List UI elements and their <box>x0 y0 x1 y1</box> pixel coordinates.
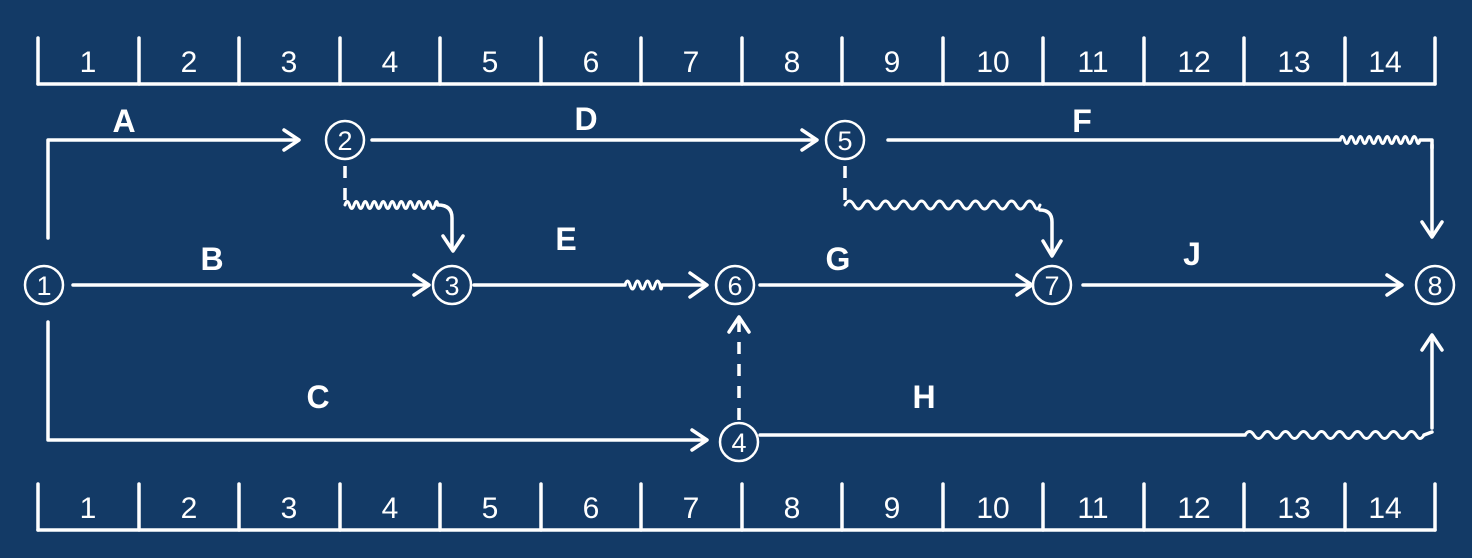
bottom-scale-label: 2 <box>181 492 198 525</box>
top-scale-label: 3 <box>281 46 298 79</box>
top-scale-label: 6 <box>583 46 600 79</box>
activity-label: E <box>555 221 576 257</box>
bottom-scale-label: 9 <box>884 492 901 525</box>
bottom-time-scale: 1 2 3 4 5 6 7 8 9 10 11 12 13 14 <box>36 482 1437 532</box>
node-label: 7 <box>1044 271 1059 301</box>
arrowhead <box>1041 239 1063 258</box>
node-label: 5 <box>837 126 852 156</box>
activity-f-wave-corner <box>1418 138 1434 150</box>
event-nodes: 1 2 3 4 5 6 7 8 <box>23 119 1456 463</box>
event-node-2: 2 <box>324 119 366 161</box>
dummy-activities <box>343 166 847 420</box>
activity-label: B <box>200 241 223 277</box>
arrowhead <box>800 128 819 152</box>
top-scale-label: 13 <box>1277 46 1310 79</box>
bottom-scale-label: 11 <box>1077 492 1108 525</box>
activity-label: D <box>574 101 597 137</box>
activity-c-arrow <box>46 320 707 442</box>
activity-labels: A B C D E F G H J <box>112 101 1200 415</box>
arrowhead <box>282 128 301 152</box>
activity-label: C <box>306 379 329 415</box>
bottom-scale-label: 10 <box>976 492 1009 525</box>
top-scale-label: 2 <box>181 46 198 79</box>
event-node-7: 7 <box>1031 264 1073 306</box>
top-scale-label: 8 <box>784 46 801 79</box>
activity-e-float-wave <box>623 279 664 291</box>
node-circle <box>714 264 756 306</box>
node-label: 2 <box>337 126 352 156</box>
event-node-1: 1 <box>23 264 65 306</box>
node-label: 3 <box>444 271 459 301</box>
activity-a-arrow <box>46 138 299 240</box>
activity-label: H <box>912 379 935 415</box>
activity-label: F <box>1072 103 1092 139</box>
top-scale-label: 5 <box>482 46 499 79</box>
arrowhead <box>1385 273 1404 297</box>
node-circle <box>1031 264 1073 306</box>
node-label: 4 <box>731 428 746 458</box>
arrowhead <box>412 273 431 297</box>
dummy-2-3-corner <box>436 203 454 250</box>
dummy-5-7-corner <box>1038 208 1054 254</box>
arrowhead <box>688 271 709 299</box>
node-circle <box>23 264 65 306</box>
arrowhead <box>1420 333 1444 352</box>
top-scale-label: 10 <box>976 46 1009 79</box>
bottom-scale-label: 1 <box>80 492 97 525</box>
bottom-scale-label: 3 <box>281 492 298 525</box>
event-node-3: 3 <box>431 264 473 306</box>
top-scale-label: 7 <box>683 46 700 79</box>
node-circle <box>431 264 473 306</box>
bottom-scale-label: 14 <box>1368 492 1401 525</box>
bottom-scale-label: 12 <box>1177 492 1210 525</box>
arrowhead <box>1420 220 1444 239</box>
activity-label: J <box>1183 236 1201 272</box>
activity-h-wave-corner <box>1422 430 1434 437</box>
bottom-scale-label: 7 <box>683 492 700 525</box>
top-time-scale: 1 2 3 4 5 6 7 8 9 10 11 12 13 14 <box>36 36 1437 86</box>
top-scale-label: 4 <box>382 46 399 79</box>
top-scale-label: 9 <box>884 46 901 79</box>
node-label: 8 <box>1427 271 1442 301</box>
node-circle <box>1414 264 1456 306</box>
node-label: 6 <box>727 271 742 301</box>
activity-label: G <box>826 241 851 277</box>
bottom-scale-label: 8 <box>784 492 801 525</box>
top-scale-label: 12 <box>1177 46 1210 79</box>
dummy-5-7-float-wave <box>843 199 1042 211</box>
event-node-8: 8 <box>1414 264 1456 306</box>
node-circle <box>824 119 866 161</box>
top-scale-label: 14 <box>1368 46 1401 79</box>
top-scale-label: 1 <box>80 46 97 79</box>
bottom-scale-label: 6 <box>583 492 600 525</box>
arrowhead <box>727 315 751 334</box>
bottom-scale-label: 5 <box>482 492 499 525</box>
top-scale-label: 11 <box>1077 46 1108 79</box>
bottom-scale-label: 13 <box>1277 492 1310 525</box>
event-node-6: 6 <box>714 264 756 306</box>
node-circle <box>718 421 760 463</box>
event-node-5: 5 <box>824 119 866 161</box>
activity-label: A <box>112 103 135 139</box>
arrowhead <box>690 428 709 452</box>
dummy-2-3-float-wave <box>343 200 440 210</box>
bottom-scale-label: 4 <box>382 492 399 525</box>
activity-arrows <box>46 128 1444 452</box>
node-circle <box>324 119 366 161</box>
arrowhead <box>441 234 465 253</box>
activity-f-float-wave <box>1338 135 1422 145</box>
activity-h-float-wave <box>1243 430 1426 440</box>
node-label: 1 <box>36 271 51 301</box>
event-node-4: 4 <box>718 421 760 463</box>
float-wavy-lines <box>343 135 1434 440</box>
